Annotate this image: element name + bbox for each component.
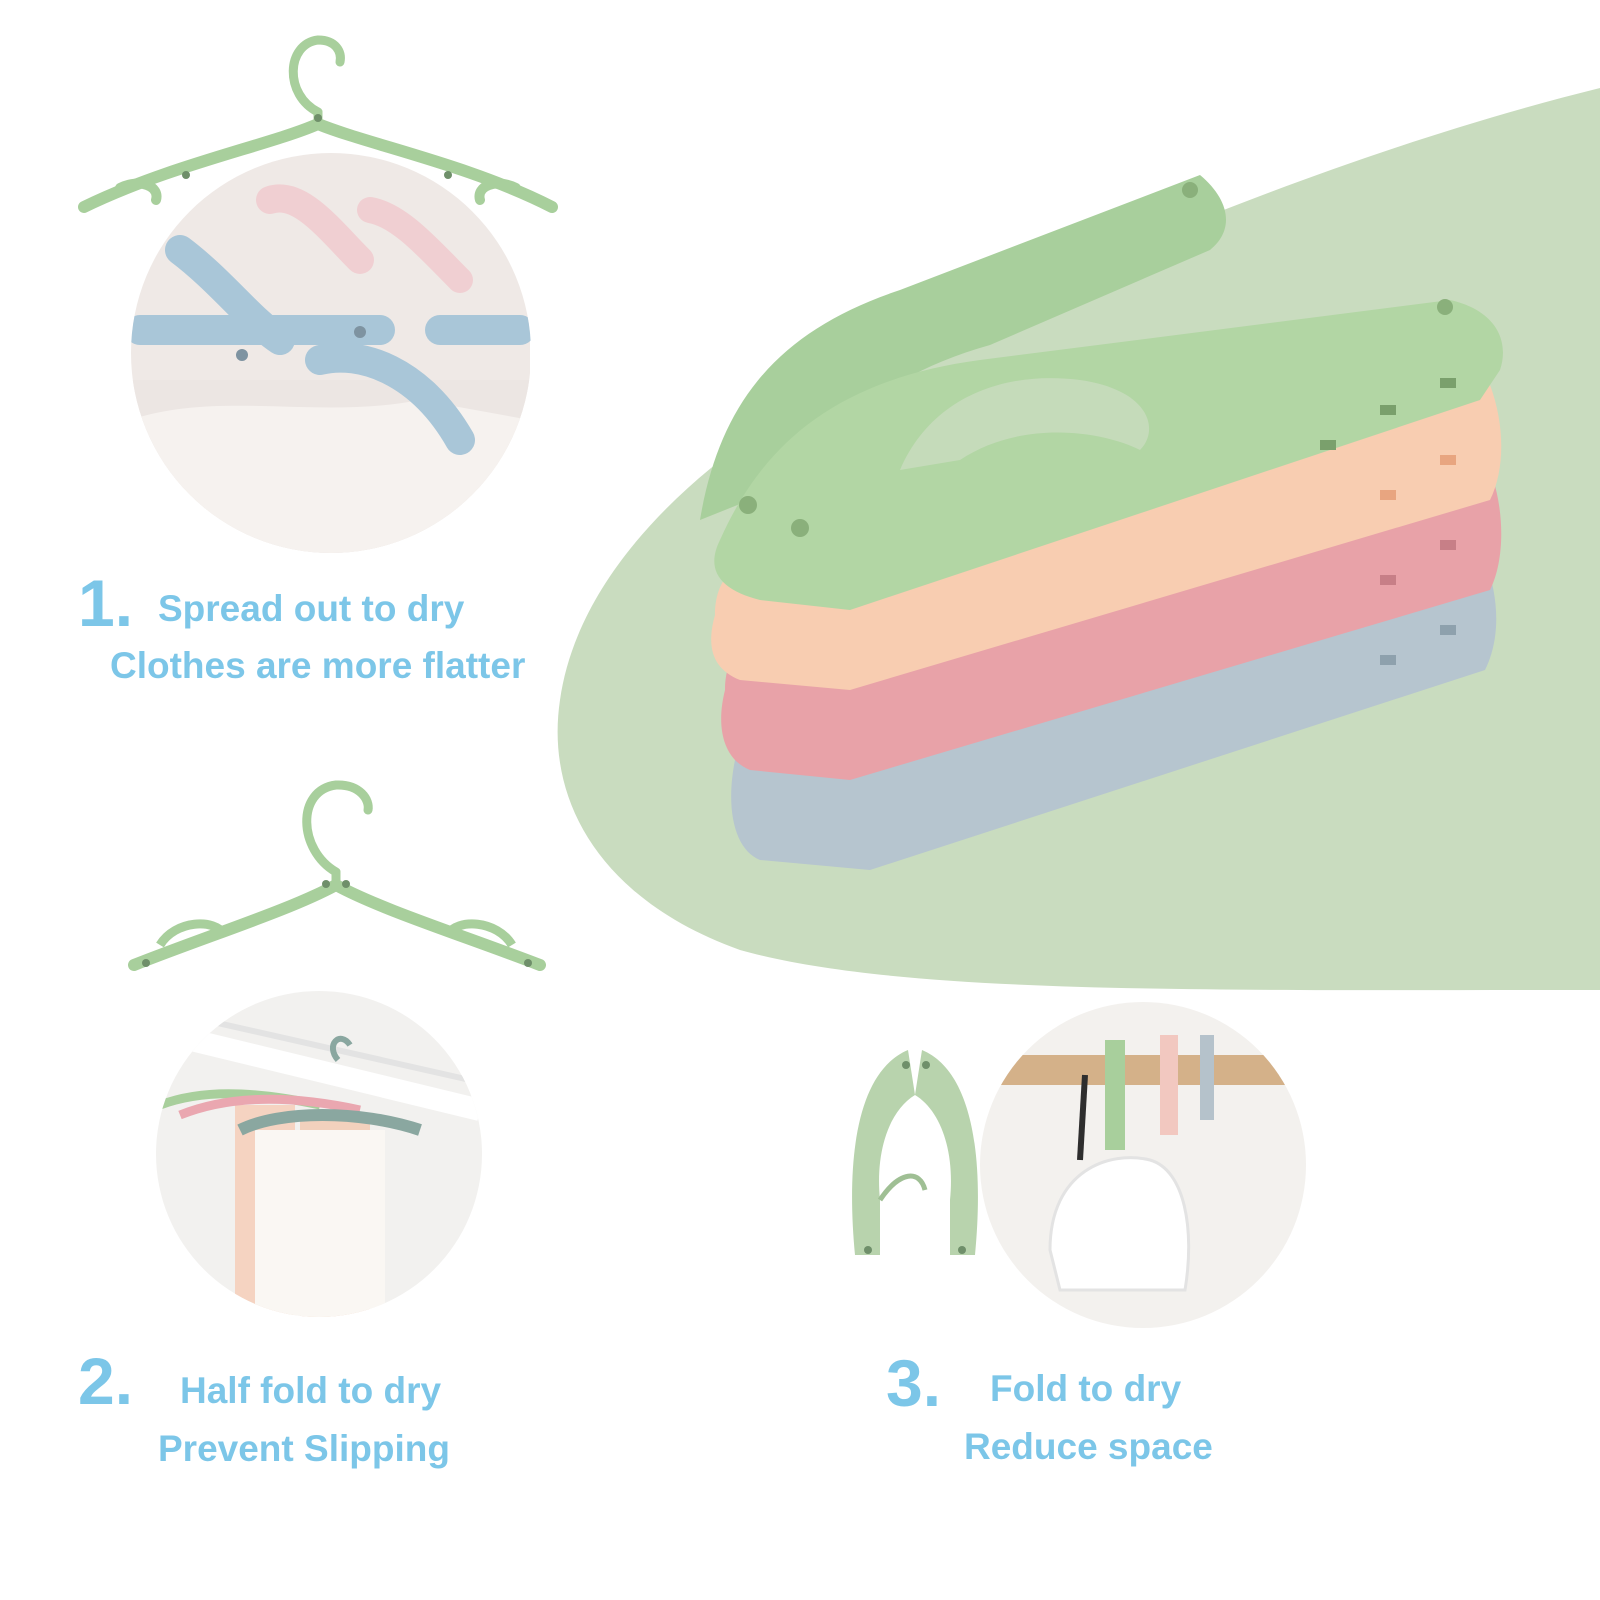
step-1-line1: Spread out to dry <box>158 588 465 629</box>
step-2-line1: Half fold to dry <box>180 1370 442 1411</box>
step-3-line1: Fold to dry <box>990 1368 1182 1409</box>
step-2-line2: Prevent Slipping <box>158 1428 450 1469</box>
step-1-number: 1. <box>78 566 134 640</box>
step-3-line2: Reduce space <box>964 1426 1213 1467</box>
step-2-number: 2. <box>78 1344 134 1418</box>
step-3-number: 3. <box>886 1346 942 1420</box>
step-1-line2: Clothes are more flatter <box>110 645 526 686</box>
